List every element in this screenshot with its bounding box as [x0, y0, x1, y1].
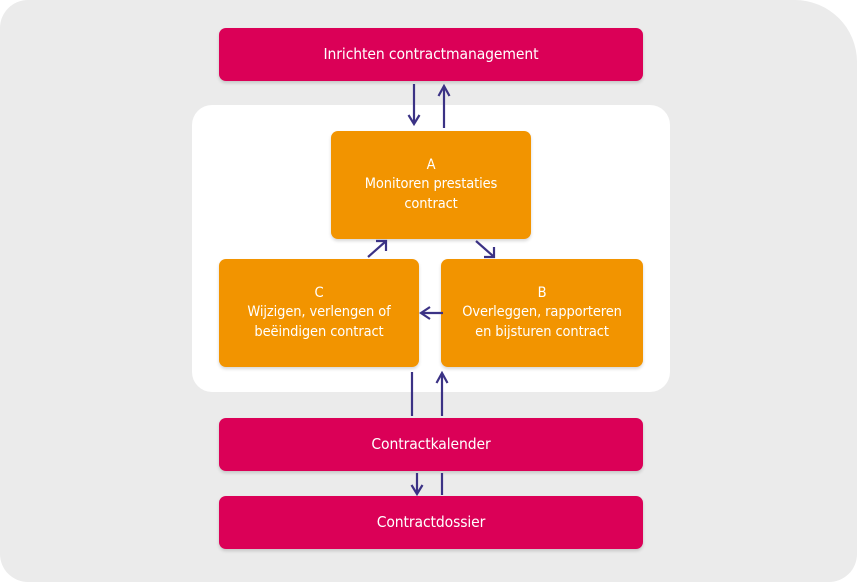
cycle-to-calendar-line [409, 372, 415, 416]
top-down-arrow [406, 84, 422, 128]
b-to-c-arrow [419, 305, 443, 321]
node-b-overleggen-rapporteren-bijsturen-contract[interactable]: B Overleggen, rapporteren en bijsturen c… [441, 259, 643, 367]
node-contractdossier[interactable]: Contractdossier [219, 496, 643, 549]
node-c-wijzigen-verlengen-beeindigen-contract[interactable]: C Wijzigen, verlengen of beëindigen cont… [219, 259, 419, 367]
node-a-line2: contract [404, 195, 458, 212]
node-b-letter: B [537, 285, 547, 302]
node-label: Contractkalender [371, 435, 491, 454]
node-c-letter: C [314, 285, 324, 302]
node-b-line2: en bijsturen contract [475, 323, 609, 340]
c-to-a-arrow [366, 239, 388, 259]
node-a-monitoren-prestaties-contract[interactable]: A Monitoren prestaties contract [331, 131, 531, 239]
node-label: Contractdossier [376, 513, 486, 532]
node-a-letter: A [426, 157, 436, 174]
node-inrichten-contractmanagement[interactable]: Inrichten contractmanagement [219, 28, 643, 81]
node-c-line2: beëindigen contract [254, 323, 384, 340]
node-c-line1: Wijzigen, verlengen of [247, 304, 391, 321]
node-b-line1: Overleggen, rapporteren [462, 304, 622, 321]
node-a-line1: Monitoren prestaties [364, 176, 498, 193]
node-contractkalender[interactable]: Contractkalender [219, 418, 643, 471]
calendar-to-cycle-arrow [434, 370, 450, 416]
top-up-arrow [436, 83, 452, 128]
dossier-to-calendar-line [439, 473, 445, 495]
a-to-b-arrow [474, 239, 496, 259]
calendar-to-dossier-arrow [409, 473, 425, 497]
node-label: Inrichten contractmanagement [323, 45, 539, 64]
